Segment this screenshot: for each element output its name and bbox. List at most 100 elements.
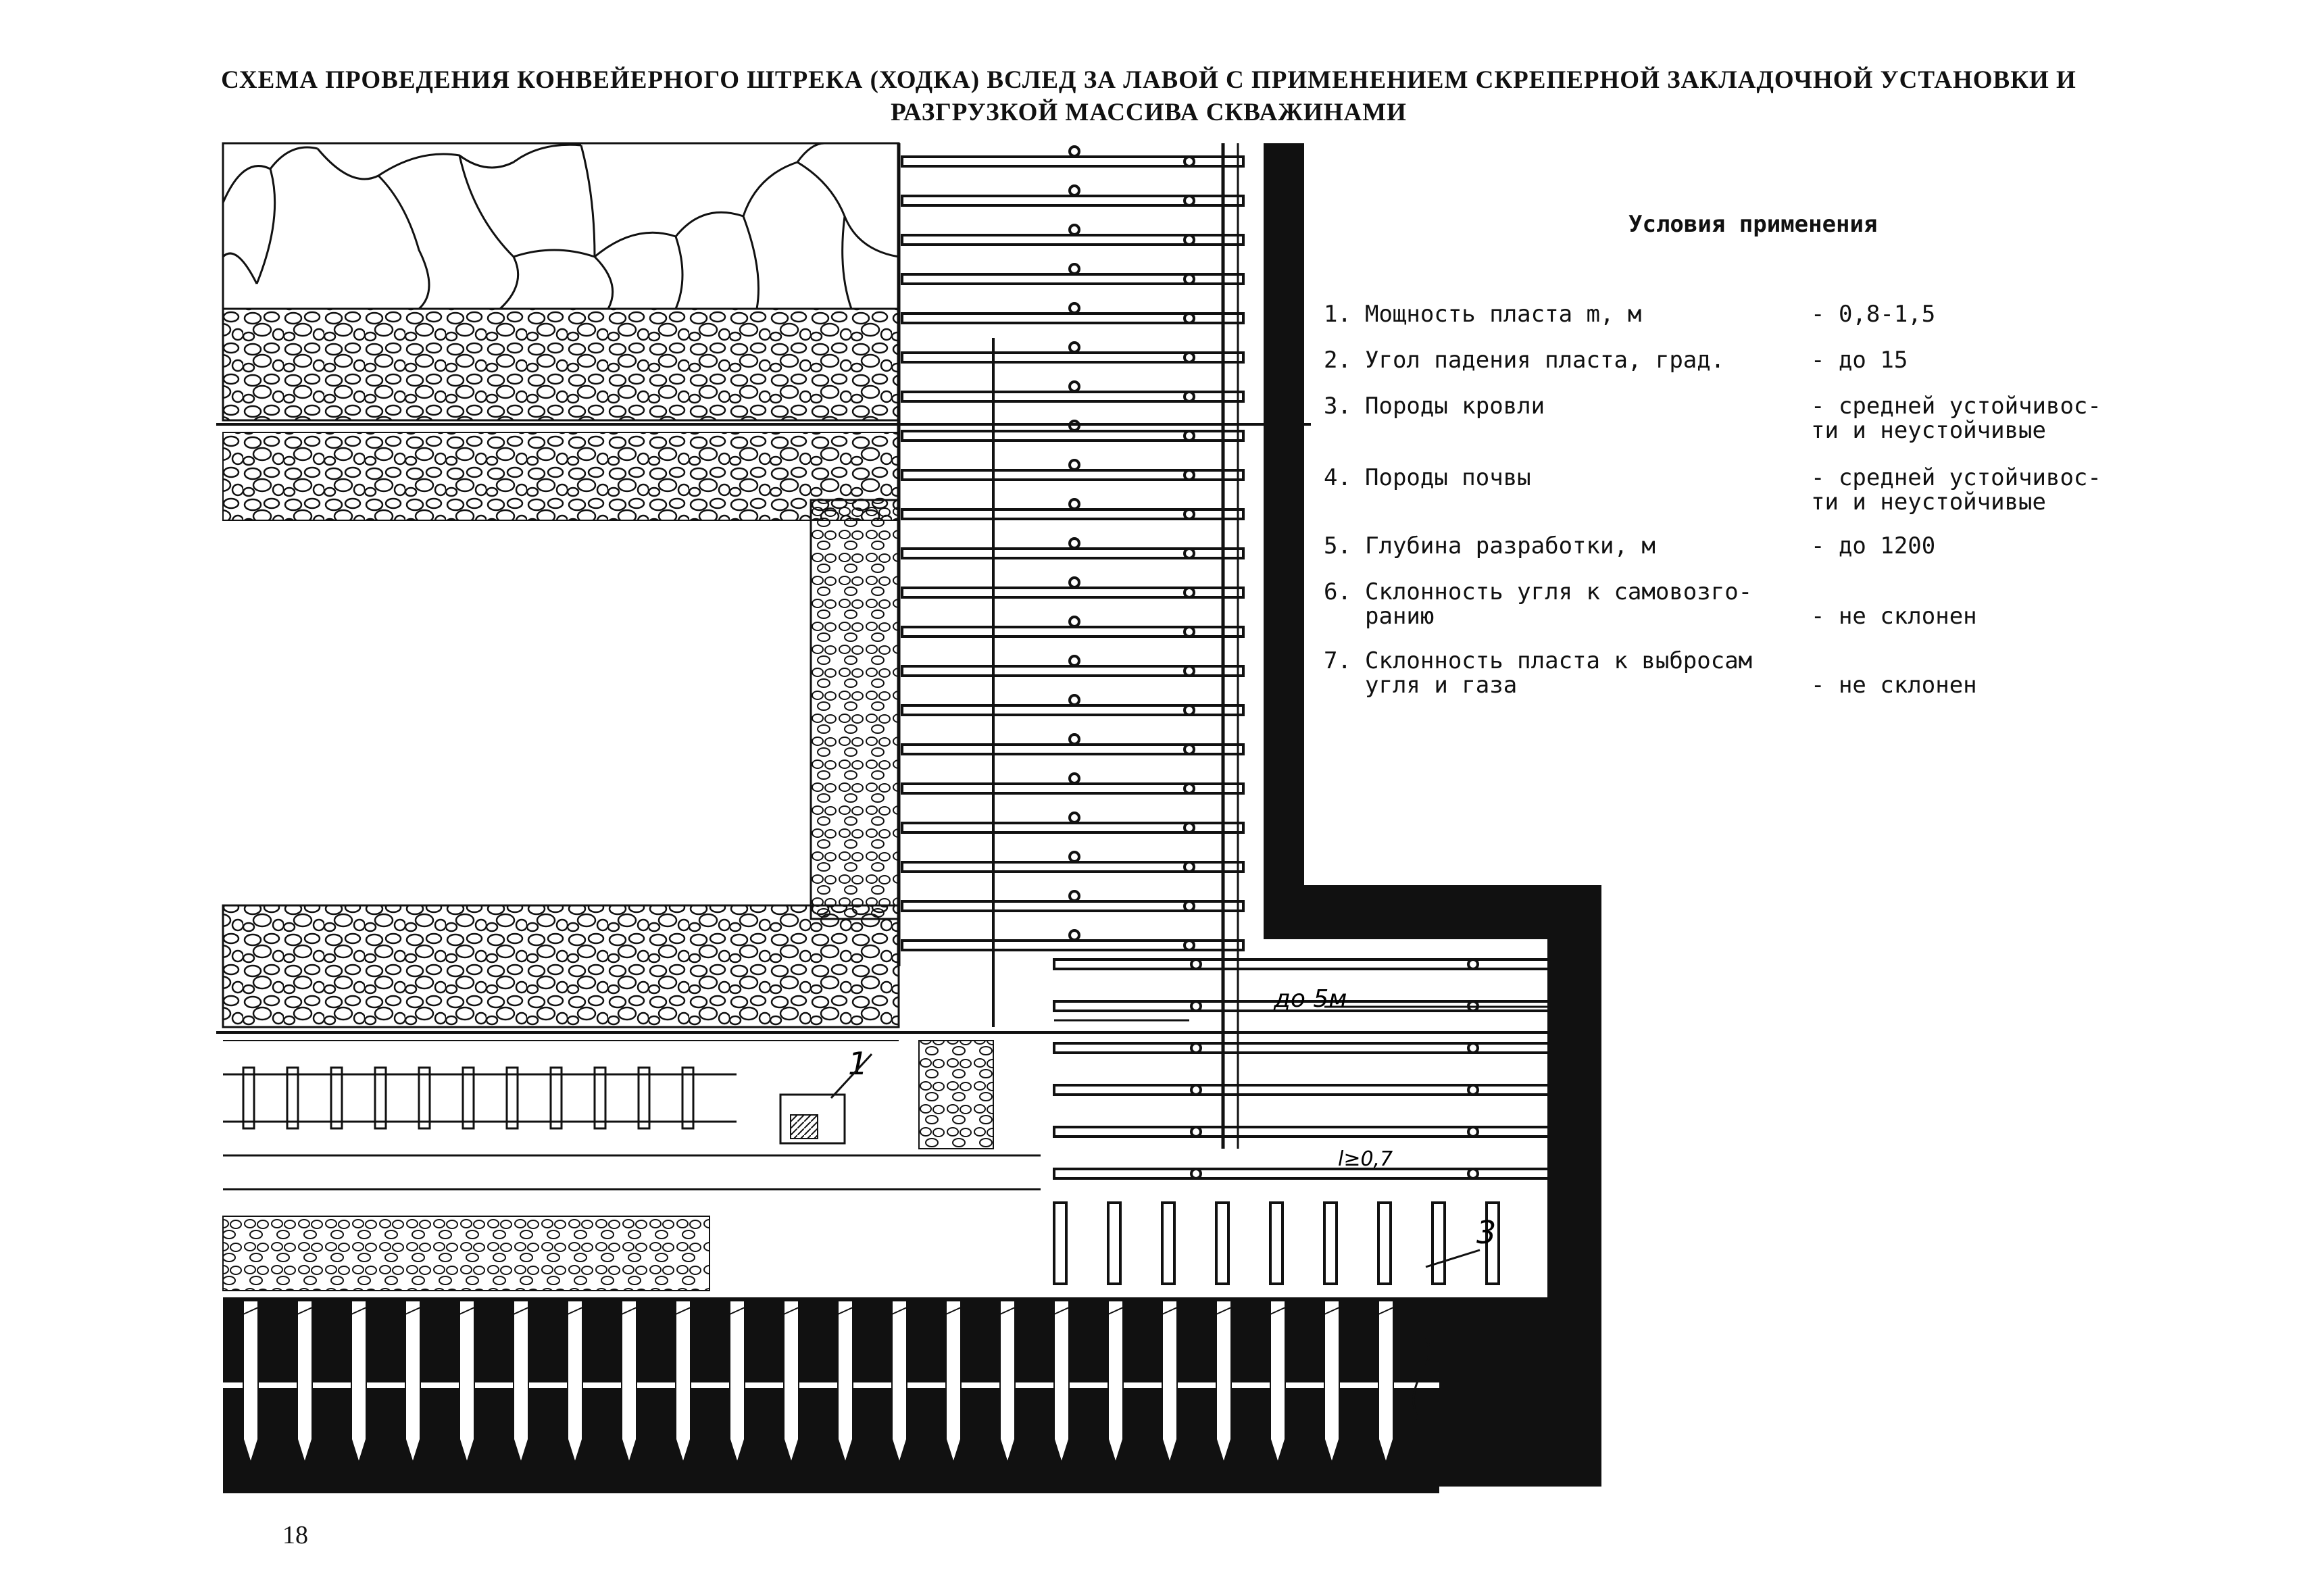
rail-sleeper: [418, 1066, 431, 1130]
support-pin: [1183, 155, 1195, 168]
condition-value: - средней устойчивос- ти и неустойчивые: [1811, 393, 2101, 444]
borehole: [243, 1300, 259, 1466]
rail-sleeper: [286, 1066, 299, 1130]
borehole: [891, 1300, 907, 1466]
drift-post: [1053, 1201, 1068, 1285]
drift-pin: [1190, 1000, 1202, 1012]
support-pin: [1183, 900, 1195, 912]
drift-pin: [1190, 1084, 1202, 1096]
support-pin: [1183, 587, 1195, 599]
borehole: [1162, 1300, 1178, 1466]
relief-boreholes: [223, 1297, 1439, 1493]
support-pin: [1068, 420, 1080, 432]
borehole: [1107, 1300, 1124, 1466]
support-pin: [1068, 576, 1080, 589]
support-pin: [1068, 341, 1080, 353]
borehole: [1053, 1300, 1070, 1466]
support-pin: [1183, 430, 1195, 442]
borehole: [837, 1300, 853, 1466]
support-pin: [1068, 733, 1080, 745]
borehole: [729, 1300, 745, 1466]
condition-number: 5.: [1324, 532, 1351, 559]
support-pin: [1068, 694, 1080, 706]
rail-sleeper: [637, 1066, 651, 1130]
support-pin: [1183, 234, 1195, 246]
borehole: [783, 1300, 799, 1466]
support-pin: [1183, 547, 1195, 559]
support-pin: [1183, 861, 1195, 873]
drift-pin: [1467, 1042, 1479, 1054]
coal-seam-massif: [1264, 143, 1601, 1487]
scraper-winch: [779, 1093, 846, 1145]
drift-extension-supports: [1053, 958, 1574, 1285]
drift-post: [1377, 1201, 1392, 1285]
goaf-backfill-upper: [216, 307, 1311, 521]
support-pin: [1183, 312, 1195, 324]
drift-post: [1485, 1201, 1500, 1285]
goaf-backfill-lower: [222, 904, 900, 1028]
rail-sleeper: [593, 1066, 607, 1130]
drift-prop: [1053, 958, 1569, 970]
drift-post: [1215, 1201, 1230, 1285]
condition-label: Породы почвы: [1365, 464, 1531, 491]
condition-number: 2.: [1324, 347, 1351, 374]
support-pin: [1068, 498, 1080, 510]
support-pin: [1183, 351, 1195, 364]
borehole: [297, 1300, 313, 1466]
condition-label: Склонность пласта к выбросам угля и газа: [1365, 647, 1753, 699]
drift-prop: [1053, 1168, 1569, 1180]
condition-label: Глубина разработки, м: [1365, 532, 1656, 559]
dim-spacing-label: l≥0,7: [1338, 1147, 1393, 1171]
condition-value: - до 15: [1811, 347, 1908, 374]
drift-post: [1431, 1201, 1446, 1285]
drift-post: [1161, 1201, 1176, 1285]
drift-post: [1323, 1201, 1338, 1285]
borehole: [945, 1300, 962, 1466]
support-pin: [1068, 537, 1080, 549]
rail-sleeper: [681, 1066, 695, 1130]
borehole: [1324, 1300, 1340, 1466]
support-pin: [1068, 224, 1080, 236]
support-pin: [1068, 890, 1080, 902]
support-pin: [1068, 459, 1080, 471]
condition-number: 4.: [1324, 464, 1351, 491]
condition-number: 3.: [1324, 393, 1351, 420]
drift-post: [1107, 1201, 1122, 1285]
callout-3: 3: [1476, 1214, 1496, 1251]
borehole: [999, 1300, 1016, 1466]
support-pin: [1183, 626, 1195, 638]
drift-post: [1269, 1201, 1284, 1285]
condition-value: - 0,8-1,5: [1811, 301, 1936, 328]
caved-roof-zone: [222, 142, 900, 310]
borehole: [567, 1300, 583, 1466]
drift-pin: [1467, 1126, 1479, 1138]
borehole: [1270, 1300, 1286, 1466]
support-pin: [1183, 391, 1195, 403]
support-pin: [1183, 195, 1195, 207]
page-number: 18: [282, 1521, 308, 1549]
condition-label: Мощность пласта m, м: [1365, 301, 1642, 328]
drift-pin: [1190, 1042, 1202, 1054]
rail-sleeper: [549, 1066, 563, 1130]
support-pin: [1068, 302, 1080, 314]
support-pin: [1068, 616, 1080, 628]
drift-pin: [1190, 958, 1202, 970]
borehole: [1216, 1300, 1232, 1466]
condition-value: - до 1200: [1811, 532, 1936, 559]
support-pin: [1068, 929, 1080, 941]
support-pin: [1183, 704, 1195, 716]
support-pin: [1183, 743, 1195, 755]
condition-label: Склонность угля к самовозго- ранию: [1365, 578, 1753, 630]
support-pin: [1068, 380, 1080, 393]
drift-prop: [1053, 1084, 1569, 1096]
borehole: [351, 1300, 367, 1466]
rail-sleeper: [462, 1066, 475, 1130]
longwall-face-support: [897, 143, 1245, 1149]
drift-pin: [1467, 1168, 1479, 1180]
support-pin: [1068, 772, 1080, 784]
gate-road-drift: [216, 1031, 1574, 1291]
rail-sleeper: [505, 1066, 519, 1130]
dimension-labels: до 5м l≥0,7 1 3: [830, 985, 1496, 1433]
borehole: [1378, 1300, 1394, 1466]
